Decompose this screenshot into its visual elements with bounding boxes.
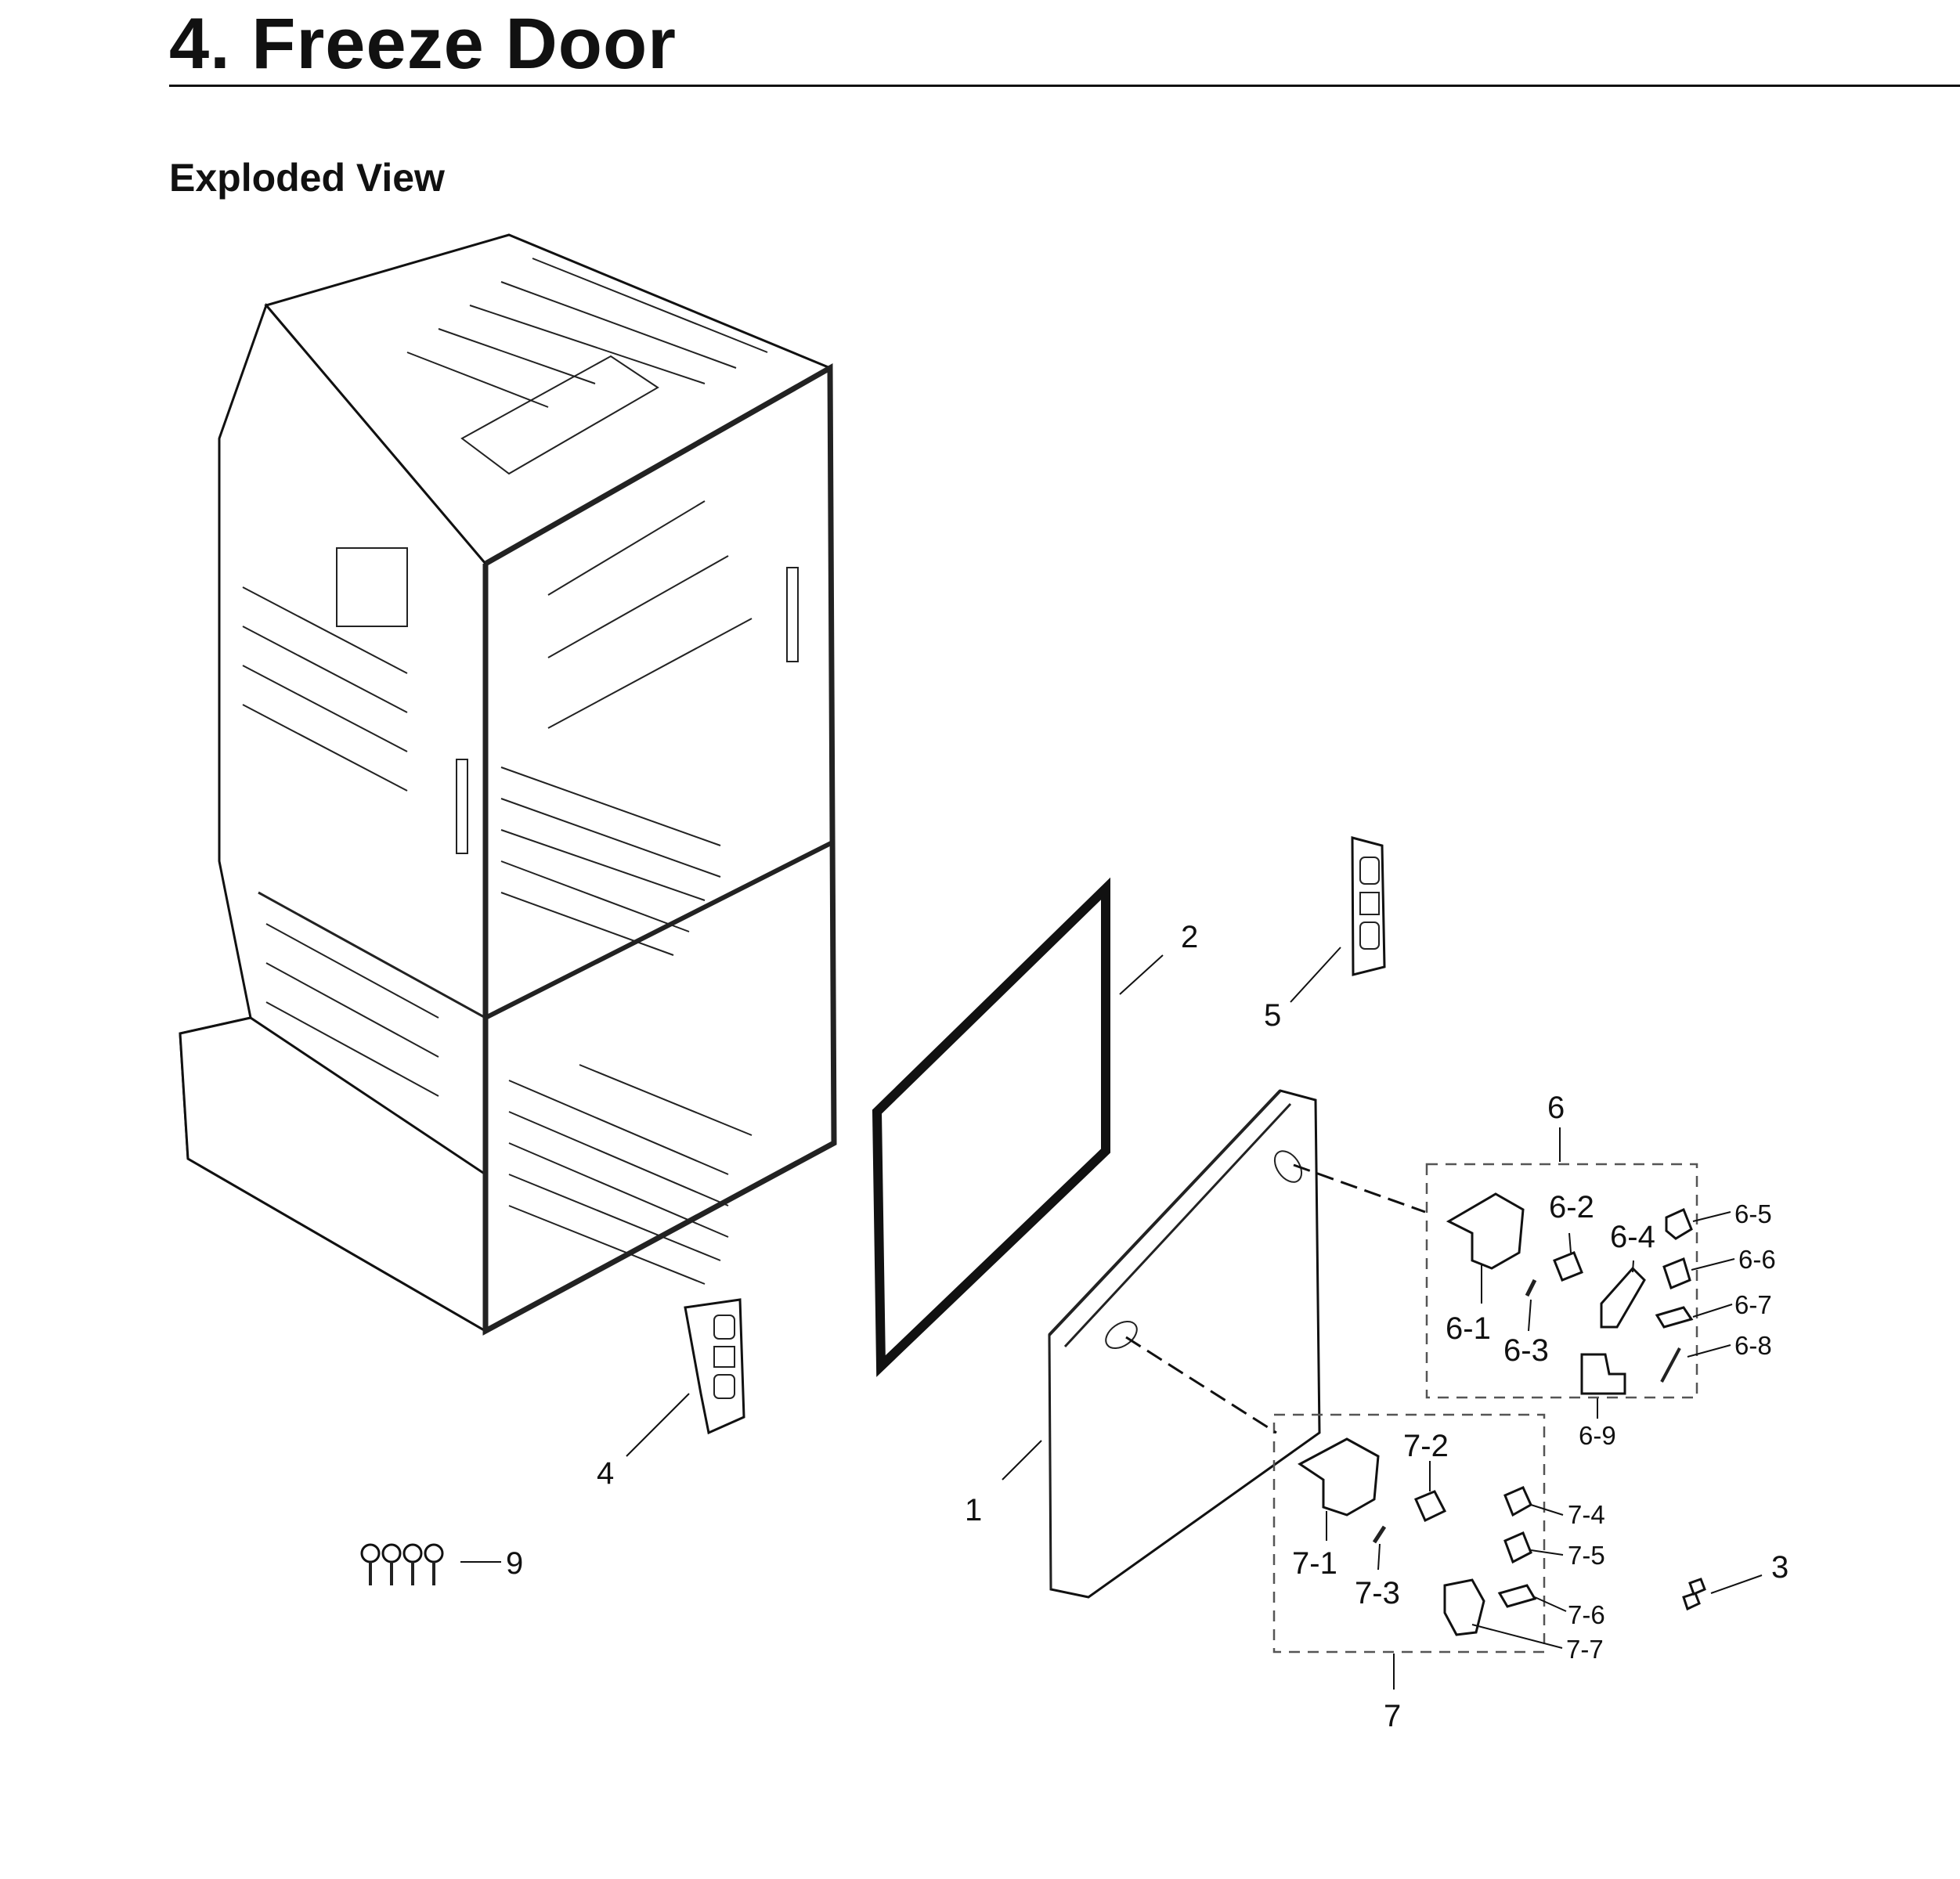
callout-6-6: 6-6 (1738, 1245, 1776, 1274)
refrigerator-cabinet (179, 233, 837, 1336)
callout-7-5: 7-5 (1568, 1541, 1605, 1570)
cabinet-ribs-side (242, 586, 439, 1097)
bracket-left (684, 1298, 745, 1435)
callout-7-7: 7-7 (1566, 1635, 1604, 1664)
callout-5: 5 (1264, 998, 1281, 1033)
bolts-9 (360, 1543, 444, 1585)
door-gasket (872, 877, 1110, 1377)
screws-3 (1682, 1578, 1706, 1611)
assembly-7 (1125, 1336, 1546, 1654)
callout-6-1: 6-1 (1446, 1311, 1491, 1346)
callout-3: 3 (1771, 1550, 1789, 1585)
title-rule (169, 85, 1960, 87)
cabinet-ribs-lower (508, 1064, 753, 1285)
callout-1: 1 (965, 1493, 982, 1527)
leader-lines (460, 947, 1763, 1690)
callout-6-8: 6-8 (1734, 1331, 1772, 1360)
callout-7-6: 7-6 (1568, 1600, 1605, 1629)
cabinet-ribs-upper (500, 500, 753, 956)
callout-labels: 1 2 3 4 5 6 6-1 6-2 6-3 6-4 6-5 6-6 6-7 … (506, 920, 1789, 1733)
callout-7-1: 7-1 (1292, 1546, 1337, 1581)
callout-9: 9 (506, 1546, 523, 1581)
callout-6-5: 6-5 (1734, 1199, 1772, 1228)
callout-7-3: 7-3 (1355, 1576, 1400, 1610)
callout-4: 4 (597, 1456, 614, 1491)
bracket-right (1351, 836, 1386, 976)
callout-6-4: 6-4 (1610, 1220, 1655, 1254)
callout-7-2: 7-2 (1403, 1429, 1449, 1463)
callout-2: 2 (1181, 920, 1198, 954)
callout-6-3: 6-3 (1503, 1333, 1549, 1368)
section-subtitle: Exploded View (169, 156, 445, 200)
freezer-door (1048, 1089, 1321, 1599)
callout-6: 6 (1547, 1091, 1565, 1125)
callout-7-4: 7-4 (1568, 1500, 1605, 1529)
assembly-6 (1293, 1163, 1698, 1399)
callout-6-9: 6-9 (1579, 1421, 1616, 1450)
callout-6-2: 6-2 (1549, 1190, 1594, 1224)
page-title: 4. Freeze Door (169, 4, 677, 84)
callout-6-7: 6-7 (1734, 1290, 1772, 1319)
callout-7: 7 (1384, 1699, 1401, 1733)
cabinet-ribs-top (406, 258, 768, 408)
